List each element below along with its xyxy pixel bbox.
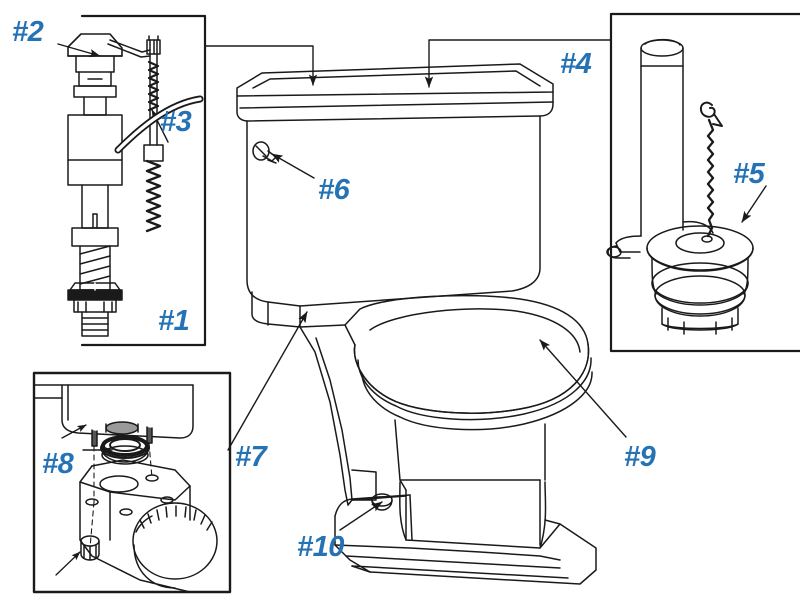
trip-lever-art (252, 141, 277, 164)
fill-valve-detail-panel-border (80, 14, 207, 347)
callout-label-4: #4 (560, 48, 592, 80)
leader-panel4-to-tank-lid (424, 39, 612, 88)
toilet-tank-art (236, 63, 554, 328)
leader-10-to-bolt-cap (339, 501, 383, 531)
tank-to-bowl-gasket-inset-art (33, 384, 218, 593)
flush-valve-detail-panel-border (609, 12, 800, 353)
flush-valve-assembly-art (606, 38, 754, 335)
callout-label-7: #7 (235, 441, 267, 473)
toilet-bowl-and-seat-art (299, 294, 597, 585)
callout-label-1: #1 (158, 305, 190, 337)
closet-bolt-cap-art (371, 493, 393, 511)
callout-label-5: #5 (733, 158, 765, 190)
callout-label-9: #9 (624, 441, 656, 473)
leader-6-to-trip-lever (271, 153, 315, 179)
callout-label-6: #6 (318, 174, 350, 206)
leader-5-to-flapper (741, 185, 767, 223)
callout-label-10: #10 (297, 531, 344, 563)
leader-9-to-seat (539, 339, 627, 438)
tank-bolt-inset-panel-border (32, 371, 232, 594)
callout-label-8: #8 (42, 448, 74, 480)
refill-tube-art (114, 35, 204, 233)
leader-7-to-tank-base (227, 311, 308, 451)
leader-panel1-to-tank-lid (204, 45, 318, 86)
fill-valve-assembly-art (67, 33, 151, 337)
callout-label-3: #3 (160, 106, 192, 138)
callout-label-2: #2 (12, 16, 44, 48)
leader-2-to-fill-cap (57, 43, 101, 58)
